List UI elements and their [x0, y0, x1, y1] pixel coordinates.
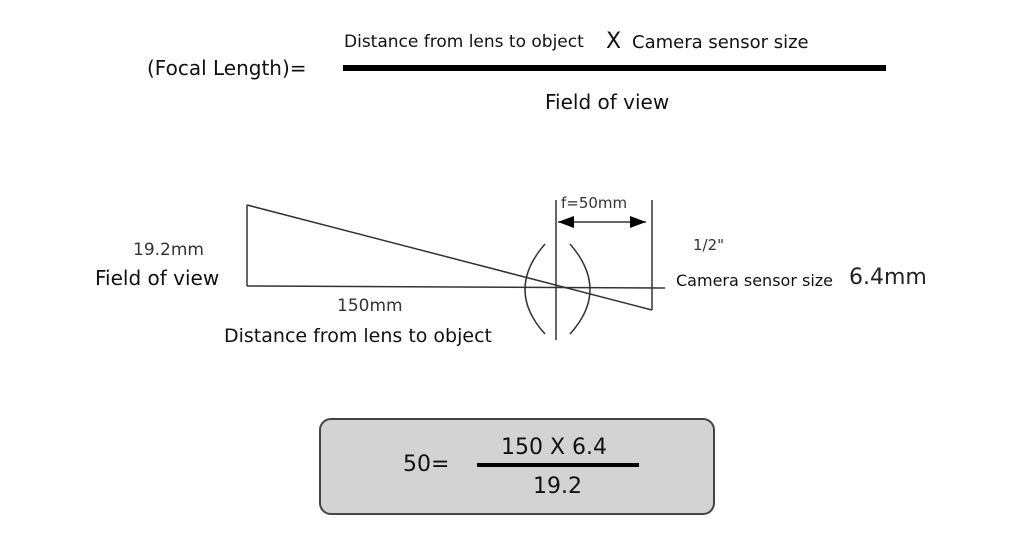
- distance-label: Distance from lens to object: [224, 325, 492, 347]
- arrow-right-icon: [630, 216, 646, 228]
- lens-left-curve: [524, 243, 546, 335]
- result-fraction-bar: [477, 463, 639, 467]
- chief-ray: [246, 204, 653, 311]
- numerator-distance-label: Distance from lens to object: [344, 32, 584, 52]
- result-lhs: 50=: [403, 452, 450, 477]
- sensor-label: Camera sensor size: [676, 271, 834, 290]
- lens-right-curve: [569, 243, 591, 335]
- focal-value: f=50mm: [561, 194, 628, 212]
- distance-value: 150mm: [337, 296, 403, 316]
- sensor-format: 1/2": [693, 236, 725, 254]
- arrow-left-icon: [558, 216, 574, 228]
- result-denominator: 19.2: [533, 474, 582, 499]
- fov-value: 19.2mm: [133, 240, 204, 260]
- fov-label: Field of view: [95, 266, 220, 290]
- numerator-sensor-label: Camera sensor size: [632, 32, 809, 53]
- formula-fraction-bar: [343, 65, 886, 71]
- result-numerator: 150 X 6.4: [501, 435, 608, 460]
- denominator-fov-label: Field of view: [545, 90, 670, 114]
- focal-length-label: (Focal Length)=: [147, 56, 307, 80]
- sensor-value: 6.4mm: [849, 265, 927, 290]
- optical-axis: [246, 285, 666, 289]
- multiply-operator: X: [606, 29, 622, 54]
